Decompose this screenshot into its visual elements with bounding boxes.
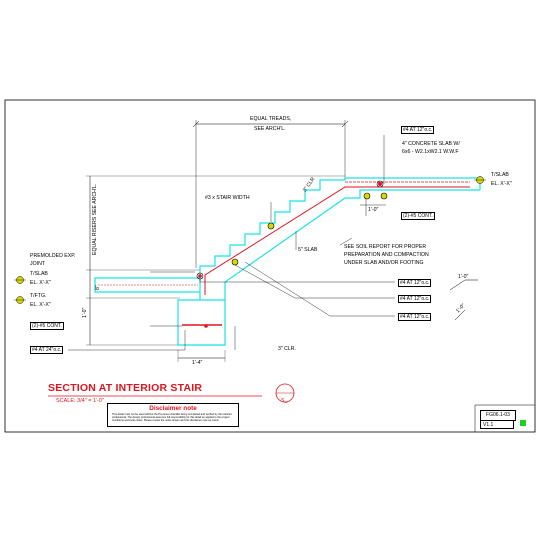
bar-marker bbox=[231, 258, 239, 266]
rebar-r2-tag: #4 AT 12"o.c. bbox=[398, 295, 432, 303]
drawing-scale: SCALE: 3/4" = 1'-0" bbox=[56, 398, 104, 404]
soil-note-1: SEE SOIL REPORT FOR PROPER bbox=[344, 244, 427, 250]
cont-left-tag: (2)-#5 CONT. bbox=[30, 322, 64, 330]
equal-treads-label: EQUAL TREADS, bbox=[250, 116, 292, 122]
tslab-left-label: T/SLAB bbox=[30, 271, 48, 277]
section-mark-bottom: S_ bbox=[281, 398, 288, 404]
stair-bottom-profile bbox=[224, 189, 480, 300]
disclaimer-body: This detail must not be used without the… bbox=[112, 413, 232, 422]
stair-width-label: #3 x STAIR WIDTH bbox=[205, 195, 250, 201]
cont-right-tag: (2)-#5 CONT. bbox=[401, 212, 435, 220]
clr-bottom-label: 3" CLR. bbox=[278, 346, 296, 352]
status-indicator bbox=[520, 420, 526, 426]
premolded-label-1: PREMOLDED EXP. bbox=[30, 253, 76, 259]
sheet-border bbox=[4, 99, 536, 433]
el-left-label: EL. X'-X" bbox=[30, 280, 51, 286]
rebar-r3-tag: #4 AT 12"o.c. bbox=[398, 313, 432, 321]
main-rebar bbox=[204, 186, 470, 295]
disclaimer-title: Disclaimer note bbox=[149, 405, 197, 412]
dim-vert2-label: 8" bbox=[95, 285, 101, 290]
stair-top-profile bbox=[199, 177, 480, 278]
concrete-section bbox=[94, 177, 481, 346]
rebar bbox=[98, 181, 470, 328]
soil-note-3: UNDER SLAB AND/OR FOOTING bbox=[344, 260, 424, 266]
dim-side1-label: 1'-0" bbox=[458, 274, 469, 280]
bar-markers bbox=[196, 180, 388, 280]
drawing-version: V1.1 bbox=[480, 420, 514, 429]
slab-note-2: 6x6 - W2.1xW2.1 W.W.F bbox=[402, 149, 459, 155]
bar-marker bbox=[376, 180, 384, 188]
dim-vert-label: 1'-0" bbox=[82, 307, 88, 318]
dim-right-label: 1'-0" bbox=[368, 207, 379, 213]
slab5-label: 5" SLAB bbox=[298, 247, 318, 253]
rebar-top-tag: #4 AT 12"o.c. bbox=[401, 126, 435, 134]
bar-marker bbox=[267, 222, 275, 230]
footing bbox=[177, 299, 226, 346]
rebar-left-tag: #4 AT 24"o.c. bbox=[30, 346, 64, 354]
elevation-markers bbox=[14, 176, 486, 304]
risers-label: EQUAL RISERS SEE ARCH'L. bbox=[92, 183, 98, 255]
leader-lines bbox=[68, 135, 395, 351]
soil-note-2: PREPARATION AND COMPACTION bbox=[344, 252, 429, 258]
el-ftg-label: EL. X'-X" bbox=[30, 302, 51, 308]
slab-note-1: 4" CONCRETE SLAB W/ bbox=[402, 141, 460, 147]
bar-marker bbox=[380, 192, 388, 200]
bar-marker bbox=[363, 192, 371, 200]
premolded-label-2: JOINT bbox=[30, 261, 45, 267]
rebar-r1-tag: #4 AT 12"o.c. bbox=[398, 279, 432, 287]
drawing-title: SECTION AT INTERIOR STAIR bbox=[48, 382, 203, 394]
dim-bottom-label: 1'-4" bbox=[192, 360, 203, 366]
tftg-label: T/FTG. bbox=[30, 293, 47, 299]
tslab-right-label: T/SLAB bbox=[491, 172, 509, 178]
el-right-label: EL. X'-X" bbox=[491, 181, 512, 187]
right-side-details bbox=[449, 279, 478, 321]
equal-treads-label-2: SEE ARCH'L. bbox=[254, 126, 286, 132]
disclaimer-box: Disclaimer note This detail must not be … bbox=[107, 403, 239, 427]
